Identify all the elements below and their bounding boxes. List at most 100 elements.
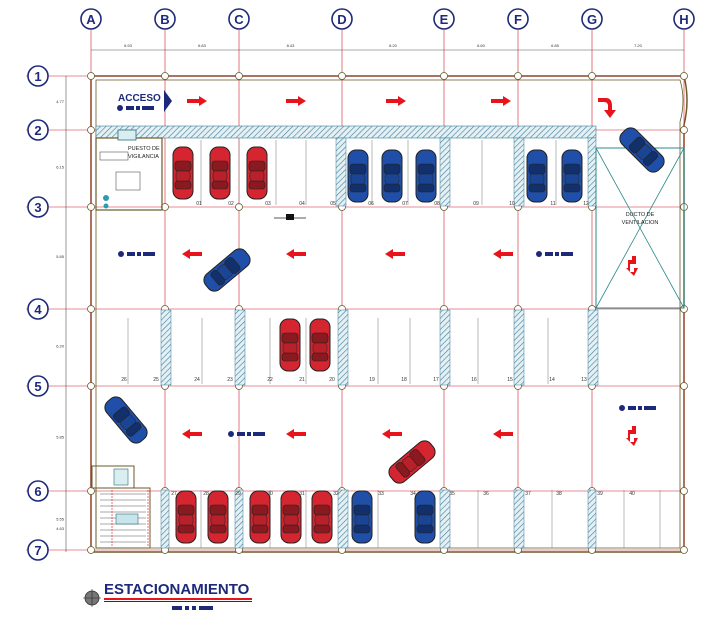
stall-number: 26 [121,377,127,383]
stall-number: 21 [299,377,305,383]
row-dimension: 4.63 [56,526,65,531]
stall-number: 19 [369,377,375,383]
stall-number: 11 [550,201,555,207]
car-red [280,490,302,544]
grid-node [680,382,688,390]
stall-number: 06 [368,201,374,207]
grid-column-bubble [581,8,603,30]
grid-column-bubble [507,8,529,30]
arrow-left [385,249,405,259]
grid-row-bubble [27,119,49,141]
grid-node [87,126,95,134]
grid-row-label: 2 [34,123,41,138]
row-dimension: 5.55 [56,517,65,522]
grid-row-bubble [27,65,49,87]
stall-number: 39 [597,491,603,497]
stall-number: 40 [629,491,635,497]
car-red [175,490,197,544]
arrow-left [493,249,513,259]
grid-column-bubble [433,8,455,30]
grid-row-bubble [27,375,49,397]
column-dimension: 8.20 [389,43,398,48]
arrow-left [182,249,202,259]
stall-number: 02 [228,201,234,207]
guard-post-label-1: PUESTO DE [128,146,160,152]
grid-node [588,72,596,80]
title-block: ESTACIONAMIENTO [83,581,252,610]
turn-arrow [598,98,616,118]
column-dimension: 6.60 [477,43,486,48]
stall-number: 10 [509,201,515,207]
stall-number: 03 [265,201,271,207]
grid-row-bubble [27,298,49,320]
ventilation-duct: DUCTO DE VENTILACION [595,147,685,309]
car-red [385,437,439,487]
arrow-right [386,96,406,106]
arrow-left [382,429,402,439]
grid-node [680,546,688,554]
car-red [311,490,333,544]
grid-column-label: D [337,12,346,27]
stall-number: 23 [227,377,233,383]
grid-column-bubble [154,8,176,30]
stall-number: 18 [401,377,407,383]
car-red [172,146,194,200]
stall-number: 07 [402,201,408,207]
stall-number: 25 [153,377,159,383]
row-dimensions: 4.776.155.856.205.855.554.63 [56,99,65,531]
stall-number: 28 [203,491,209,497]
stall-number: 20 [329,377,335,383]
structural-walls [95,125,599,549]
traffic-arrows [182,96,638,446]
column-dimension: 7.20 [634,43,643,48]
car-red [209,146,231,200]
grid-row-label: 5 [34,379,41,394]
page-title: ESTACIONAMIENTO [104,581,250,598]
row-dimension: 5.85 [56,435,65,440]
stall-number: 01 [196,201,202,207]
arrow-left [182,429,202,439]
stall-number: 24 [194,377,200,383]
car-red [309,318,331,372]
stall-dividers [127,140,661,548]
stall-number: 16 [471,377,477,383]
car-blue [414,490,436,544]
stall-number: 32 [333,491,339,497]
stall-number: 12 [583,201,589,207]
row-dimension: 5.85 [56,254,65,259]
grid-row-label: 3 [34,200,41,215]
column-dimension: 6.83 [198,43,207,48]
grid-node [87,546,95,554]
car-blue [347,149,369,203]
equipment-marker [274,214,306,220]
car-blue [561,149,583,203]
grid-column-label: E [440,12,449,27]
stall-number: 22 [267,377,273,383]
row-dimension: 6.20 [56,344,65,349]
car-red [207,490,229,544]
car-blue [526,149,548,203]
stall-number: 08 [434,201,440,207]
stall-number: 27 [171,491,177,497]
grid-column-label: F [514,12,522,27]
stall-number: 37 [525,491,531,497]
stall-number: 38 [556,491,562,497]
grid-node [87,305,95,313]
grid-column-bubble [80,8,102,30]
stall-number: 04 [299,201,305,207]
stall-number: 31 [299,491,305,497]
grid-row-bubble [27,539,49,561]
row-dimension: 6.15 [56,165,65,170]
grid-row-label: 6 [34,484,41,499]
column-dimension: 8.43 [287,43,296,48]
arrow-right [187,96,207,106]
car-blue [415,149,437,203]
grid-column-bubble [331,8,353,30]
grid-node [680,72,688,80]
grid-node [235,72,243,80]
grid-column-bubble [228,8,250,30]
grid-node [680,126,688,134]
grid-node [440,72,448,80]
stall-number: 34 [410,491,416,497]
